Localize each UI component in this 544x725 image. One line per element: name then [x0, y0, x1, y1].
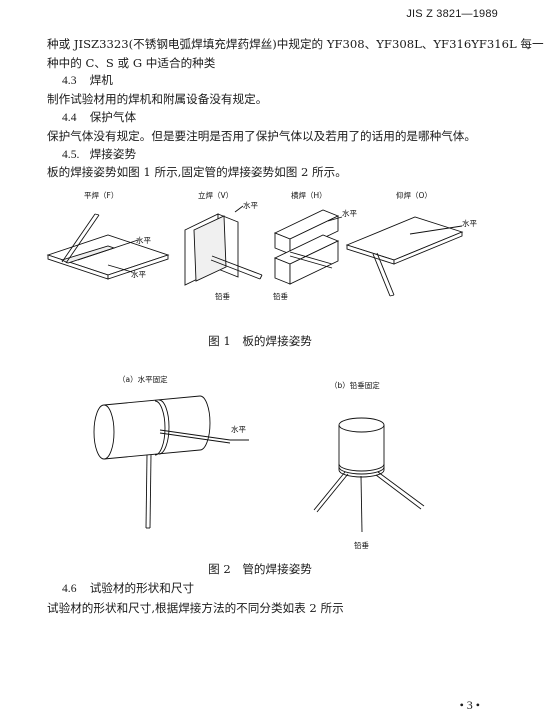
section-4-4-heading: 4.4 保护气体 [62, 109, 136, 125]
label-flat: 平焊（F） [84, 190, 118, 200]
vertical-position-figure [184, 205, 263, 286]
label-horizontal-vertical: 水平 [243, 200, 258, 210]
flat-position-figure [46, 213, 170, 280]
label-horizontal-flat-2: 水平 [131, 269, 146, 279]
intro-line-2: 种中的 C、S 或 G 中适合的种类 [47, 56, 216, 70]
section-4-3-heading: 4.3 焊机 [62, 72, 113, 88]
section-number: 4.3 [62, 74, 77, 87]
label-pipe-a: （a）水平固定 [118, 374, 168, 384]
section-number: 4.6 [62, 582, 77, 595]
figure-2-caption: 图 2 管的焊接姿势 [208, 562, 312, 576]
pipe-vertical-fixed-figure [313, 417, 425, 533]
section-title: 保护气体 [89, 110, 137, 124]
label-horizontal-flat: 水平 [136, 235, 151, 245]
pipe-horizontal-fixed-figure [93, 395, 249, 529]
section-title: 试验材的形状和尺寸 [89, 581, 195, 595]
section-4-6-body: 试验材的形状和尺寸,根据焊接方法的不同分类如表 2 所示 [47, 601, 344, 615]
label-plumb-horizontal: 铅垂 [273, 291, 288, 301]
section-title: 焊机 [89, 73, 113, 87]
section-4-3-body: 制作试验材用的焊机和附属设备没有规定。 [47, 92, 268, 106]
section-4-6-heading: 4.6 试验材的形状和尺寸 [62, 580, 194, 596]
page-number: • 3 • [459, 698, 480, 712]
standard-header: JIS Z 3821—1989 [406, 8, 498, 20]
label-pipe-horizontal: 水平 [231, 424, 246, 434]
label-pipe-plumb: 铅垂 [354, 540, 369, 550]
figures-drawing: 平焊（F） 立焊（V） 横焊（H） 仰焊（O） 水平 水平 水平 水平 水平 铅… [46, 190, 477, 550]
label-horizontal-overhead: 水平 [462, 218, 477, 228]
section-number: 4.5. [62, 148, 80, 161]
section-4-5-heading: 4.5. 焊接姿势 [62, 146, 136, 162]
horizontal-position-figure [273, 209, 343, 285]
label-horizontal: 横焊（H） [291, 190, 327, 200]
section-number: 4.4 [62, 111, 77, 124]
figure-1-caption: 图 1 板的焊接姿势 [208, 334, 312, 348]
label-vertical: 立焊（V） [198, 190, 233, 200]
overhead-position-figure [345, 216, 464, 297]
section-4-5-body: 板的焊接姿势如图 1 所示,固定管的焊接姿势如图 2 所示。 [47, 165, 347, 179]
section-title: 焊接姿势 [89, 147, 137, 161]
label-pipe-b: （b）铅垂固定 [330, 380, 380, 390]
section-4-4-body: 保护气体没有规定。但是要注明是否用了保护气体以及若用了的话用的是哪种气体。 [47, 129, 476, 143]
label-horizontal-horizontal: 水平 [342, 208, 357, 218]
intro-line-1: 种或 JISZ3323(不锈钢电弧焊填充焊药焊丝)中规定的 YF308、YF30… [47, 37, 544, 51]
label-plumb-vertical: 铅垂 [215, 291, 230, 301]
label-overhead: 仰焊（O） [396, 190, 432, 200]
